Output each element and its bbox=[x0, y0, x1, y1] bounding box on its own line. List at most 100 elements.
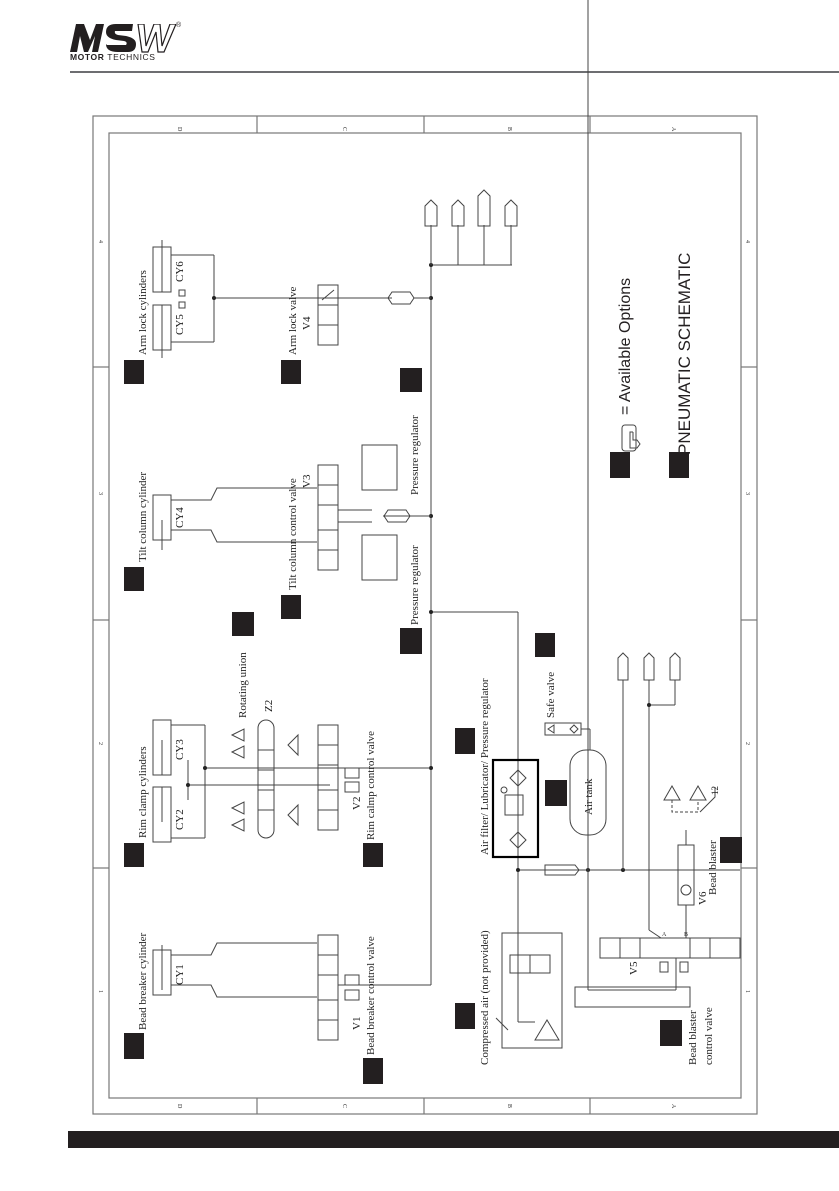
grid-row-2-left: 2 bbox=[97, 742, 103, 745]
compressed-air-source bbox=[495, 932, 563, 1049]
grid-col-a-top: A bbox=[670, 127, 676, 132]
label-bead-breaker-cylinder: Bead breaker cylinder bbox=[137, 933, 149, 1030]
header-rule bbox=[70, 71, 839, 73]
label-air-tank: Air tank bbox=[583, 778, 595, 815]
marker-tilt-column-valve bbox=[281, 595, 301, 619]
grid-row-3-left: 3 bbox=[97, 492, 103, 495]
label-cy6: CY6 bbox=[174, 261, 186, 282]
label-rim-clamp-control-valve: Rim calmp control valve bbox=[365, 731, 377, 840]
tilt-column-valve bbox=[317, 444, 431, 581]
grid-col-c-top: C bbox=[341, 127, 347, 131]
label-bead-blaster-control-valve-2: control valve bbox=[703, 1007, 715, 1065]
label-cy1: CY1 bbox=[174, 964, 186, 985]
registered-mark: ® bbox=[176, 22, 182, 29]
grid-row-1-right: 1 bbox=[744, 990, 750, 993]
label-safe-valve: Safe valve bbox=[545, 672, 557, 718]
supply-lines bbox=[429, 263, 740, 1002]
grid-labels: D C B A D C B A 4 3 2 1 4 3 2 1 bbox=[97, 127, 750, 1109]
legend-option-tag-icon bbox=[629, 431, 641, 449]
marker-compressed-air bbox=[455, 1003, 475, 1029]
label-air-filter: Air filter/ Lubricator/ Pressure regulat… bbox=[479, 678, 491, 855]
grid-col-a-bottom: A bbox=[670, 1104, 676, 1109]
brand-sub-light: TECHNICS bbox=[107, 52, 156, 62]
marker-bead-breaker-cylinder bbox=[124, 1033, 144, 1059]
label-port-b: B bbox=[684, 932, 688, 938]
marker-rim-clamp-valve bbox=[363, 843, 383, 867]
label-bead-blaster-control-valve-1: Bead blaster bbox=[687, 1010, 699, 1065]
label-port-12: 12 bbox=[710, 786, 720, 795]
option-tag-4 bbox=[504, 199, 518, 227]
grid-col-c-bottom: C bbox=[341, 1104, 347, 1108]
section-markers bbox=[124, 360, 742, 1084]
label-pressure-regulator-1: Pressure regulator bbox=[409, 415, 421, 495]
grid-row-2-right: 2 bbox=[744, 742, 750, 745]
grid-columns-top bbox=[93, 116, 757, 1114]
label-cy3: CY3 bbox=[174, 739, 186, 760]
marker-pressure-regulator-bottom bbox=[400, 628, 422, 654]
label-cy2: CY2 bbox=[174, 809, 186, 830]
air-filter-unit bbox=[491, 758, 540, 859]
label-compressed-air: Compressed air (not provided) bbox=[479, 930, 491, 1065]
marker-pressure-regulator-top bbox=[400, 368, 422, 392]
marker-bead-blaster-valve bbox=[660, 1020, 682, 1046]
marker-air-tank bbox=[545, 780, 567, 806]
arm-lock-cylinders bbox=[152, 240, 392, 358]
label-v2: V2 bbox=[351, 797, 363, 810]
safe-valve bbox=[544, 722, 591, 750]
inner-frame bbox=[108, 132, 742, 1099]
rim-clamp-valve bbox=[317, 724, 360, 831]
grid-row-3-right: 3 bbox=[744, 492, 750, 495]
label-arm-lock-valve: Arm lock valve bbox=[287, 286, 299, 355]
bead-blaster-valve bbox=[574, 0, 741, 1008]
label-v4: V4 bbox=[301, 316, 313, 330]
label-arm-lock-cylinders: Arm lock cylinders bbox=[137, 270, 149, 355]
grid-col-d-top: D bbox=[176, 127, 182, 132]
schematic-title: PNEUMATIC SCHEMATIC bbox=[675, 253, 694, 455]
footer-bar bbox=[68, 1131, 839, 1148]
legend-option-icon bbox=[621, 424, 637, 452]
legend-text: = Available Options bbox=[617, 278, 634, 415]
label-rim-clamp-cylinders: Rim clamp cylinders bbox=[137, 746, 149, 838]
label-v5: V5 bbox=[628, 961, 640, 975]
grid-col-d-bottom: D bbox=[176, 1104, 182, 1109]
label-port-a: A bbox=[662, 932, 667, 938]
logo-mark bbox=[70, 24, 177, 53]
marker-air-filter bbox=[455, 728, 475, 754]
rim-clamp-cylinders bbox=[152, 719, 430, 843]
label-cy5: CY5 bbox=[174, 314, 186, 335]
bead-blaster bbox=[663, 784, 716, 906]
option-tags-top bbox=[424, 189, 518, 265]
marker-arm-lock-cylinders bbox=[124, 360, 144, 384]
option-tag-3 bbox=[477, 189, 491, 227]
label-rotating-union: Rotating union bbox=[237, 652, 249, 718]
marker-rotating-union bbox=[232, 612, 254, 636]
marker-arm-lock-valve bbox=[281, 360, 301, 384]
msw-logo bbox=[70, 24, 177, 53]
marker-bead-breaker-valve bbox=[363, 1058, 383, 1084]
label-bead-blaster: Bead blaster bbox=[707, 840, 719, 895]
tilt-column-cylinder bbox=[152, 487, 317, 550]
option-tag-2 bbox=[451, 199, 465, 227]
marker-bead-blaster bbox=[720, 837, 742, 863]
option-tags-right bbox=[617, 652, 681, 930]
bead-breaker-cylinder bbox=[152, 942, 317, 998]
label-v3: V3 bbox=[301, 474, 313, 488]
label-cy4: CY4 bbox=[174, 507, 186, 528]
marker-rim-clamp-cylinders bbox=[124, 843, 144, 867]
marker-safe-valve bbox=[535, 633, 555, 657]
label-tilt-column-control-valve: Tilt column control valve bbox=[287, 478, 299, 590]
option-tag-1v bbox=[387, 291, 415, 305]
option-tag-supply bbox=[544, 864, 580, 876]
label-v1: V1 bbox=[351, 1017, 363, 1030]
rotating-union bbox=[230, 719, 299, 839]
label-z2: Z2 bbox=[263, 700, 275, 712]
grid-row-4-right: 4 bbox=[744, 240, 750, 243]
label-tilt-column-cylinder: Tilt column cylinder bbox=[137, 472, 149, 562]
outer-frame bbox=[92, 115, 758, 1115]
grid-row-4-left: 4 bbox=[97, 240, 103, 243]
label-bead-breaker-control-valve: Bead breaker control valve bbox=[365, 936, 377, 1055]
arm-lock-valve bbox=[317, 284, 431, 346]
bead-breaker-valve bbox=[317, 934, 431, 1041]
grid-row-1-left: 1 bbox=[97, 990, 103, 993]
